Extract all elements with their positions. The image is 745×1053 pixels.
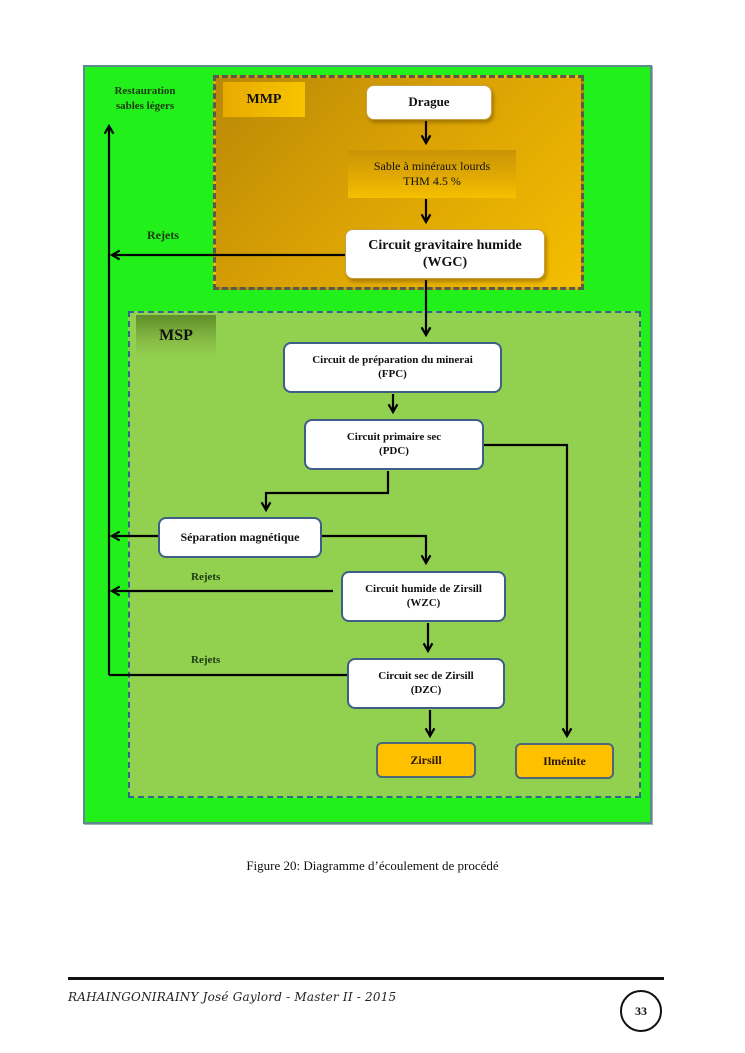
node-zirsill: Zirsill xyxy=(376,742,476,778)
node-wzc: Circuit humide de Zirsill (WZC) xyxy=(341,571,506,622)
node-wgc: Circuit gravitaire humide (WGC) xyxy=(345,229,545,279)
node-wgc-code: (WGC) xyxy=(422,255,468,270)
node-ilmenite: Ilménite xyxy=(515,743,614,779)
label-restauration: Restauration sables légers xyxy=(99,84,191,115)
node-ilmenite-title: Ilménite xyxy=(543,753,586,768)
node-wgc-title: Circuit gravitaire humide xyxy=(368,237,522,253)
footer-author: RAHAINGONIRAINY José Gaylord - Master II… xyxy=(68,990,397,1004)
label-rejets-wzc: Rejets xyxy=(191,571,221,583)
page-number: 33 xyxy=(620,990,662,1032)
node-wzc-code: (WZC) xyxy=(406,596,441,609)
node-pdc-title: Circuit primaire sec xyxy=(346,430,442,443)
node-pdc: Circuit primaire sec (PDC) xyxy=(304,419,484,470)
node-fpc-title: Circuit de préparation du minerai xyxy=(312,353,473,366)
node-dzc-code: (DZC) xyxy=(410,683,442,696)
node-drague: Drague xyxy=(366,85,492,120)
node-separation-title: Séparation magnétique xyxy=(180,530,300,544)
node-fpc: Circuit de préparation du minerai (FPC) xyxy=(283,342,502,393)
node-sable-line2: THM 4.5 % xyxy=(403,174,461,188)
node-drague-title: Drague xyxy=(408,94,450,110)
figure-caption: Figure 20: Diagramme d’écoulement de pro… xyxy=(246,858,499,873)
node-fpc-code: (FPC) xyxy=(378,367,407,380)
msp-zone-label: MSP xyxy=(136,315,216,357)
label-restauration-line2: sables légers xyxy=(115,100,175,113)
label-rejets-wgc: Rejets xyxy=(147,228,179,242)
mmp-zone-label: MMP xyxy=(223,82,305,117)
node-zirsill-title: Zirsill xyxy=(410,752,442,767)
node-separation-magnetique: Séparation magnétique xyxy=(158,517,322,558)
node-pdc-code: (PDC) xyxy=(379,444,409,457)
node-wzc-title: Circuit humide de Zirsill xyxy=(365,582,482,595)
footer-divider xyxy=(68,977,664,980)
label-restauration-line1: Restauration xyxy=(114,85,176,97)
node-dzc-title: Circuit sec de Zirsill xyxy=(378,669,474,682)
node-sable-line1: Sable à minéraux lourds xyxy=(373,159,491,173)
label-rejets-dzc: Rejets xyxy=(191,654,221,666)
node-sable-mineraux-lourds: Sable à minéraux lourds THM 4.5 % xyxy=(348,150,516,198)
node-dzc: Circuit sec de Zirsill (DZC) xyxy=(347,658,505,709)
